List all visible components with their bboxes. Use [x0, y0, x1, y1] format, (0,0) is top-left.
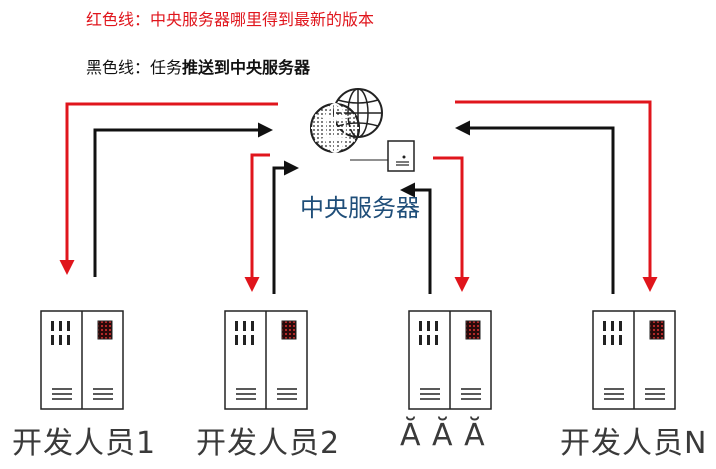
- developer-label-2: 开发人员2: [196, 426, 341, 461]
- legend-black-line: 黑色线：任务推送到中央服务器: [86, 54, 310, 78]
- black-arrow-dev2: [272, 160, 299, 294]
- red-arrow-dev1: [59, 102, 278, 275]
- red-arrow-dev3: [433, 156, 470, 292]
- legend-red-line: 红色线：中央服务器哪里得到最新的版本: [86, 6, 374, 30]
- developer-machine-2-icon: [224, 310, 308, 410]
- red-arrow-devN: [455, 100, 658, 292]
- developer-label-1: 开发人员1: [12, 426, 157, 461]
- black-arrow-dev3: [400, 182, 432, 294]
- legend-red-text: 中央服务器哪里得到最新的版本: [150, 10, 375, 29]
- black-arrow-devN: [455, 120, 615, 294]
- black-arrow-dev1: [93, 122, 273, 277]
- central-server-label: 中央服务器: [300, 194, 420, 222]
- legend-red-prefix: 红色线：: [86, 10, 151, 29]
- red-arrow-dev2: [244, 153, 270, 292]
- developer-label-3: Ă Ă Ă: [400, 418, 486, 453]
- legend-black-text: 任务: [150, 58, 183, 77]
- server-box-icon: [350, 140, 415, 172]
- developer-label-n: 开发人员N: [560, 426, 708, 461]
- legend-black-prefix: 黑色线：: [86, 58, 151, 77]
- developer-machine-n-icon: [592, 310, 676, 410]
- legend-black-text-bold: 推送到中央服务器: [182, 58, 311, 77]
- developer-machine-3-icon: [408, 310, 492, 410]
- developer-machine-1-icon: [40, 310, 124, 410]
- globe-icon: [310, 88, 383, 153]
